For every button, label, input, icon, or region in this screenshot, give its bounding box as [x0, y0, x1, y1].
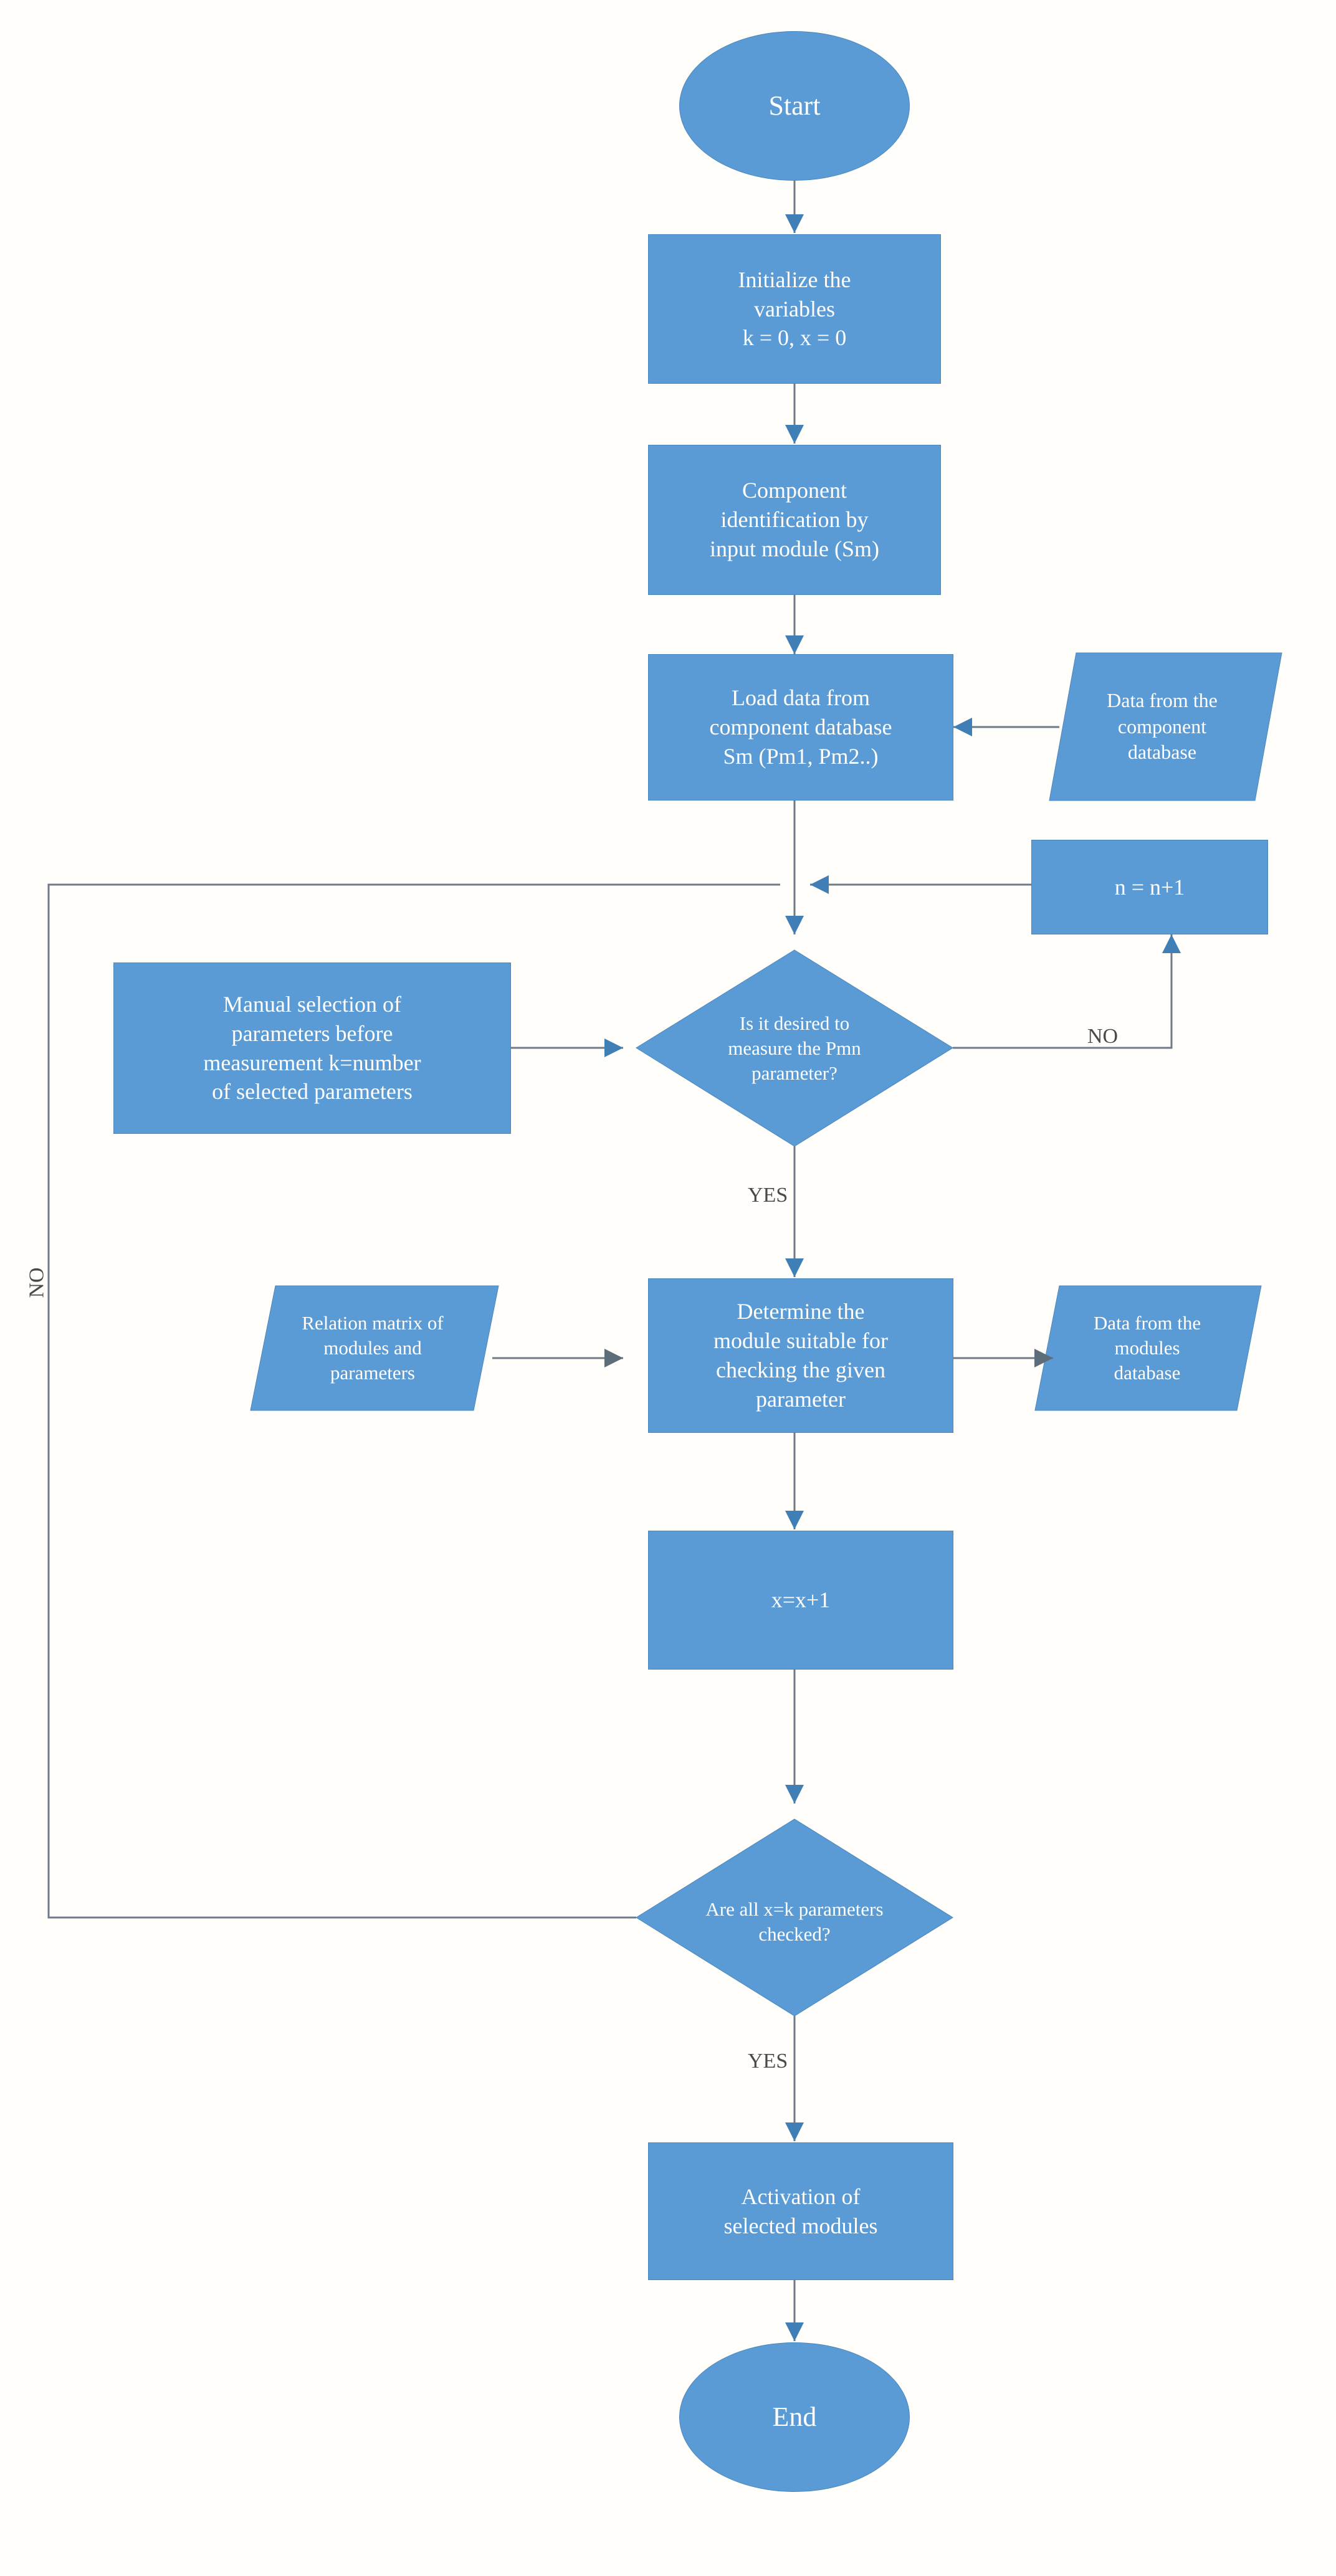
edge-label-no-decide2: NO: [25, 1267, 49, 1298]
edge-label-yes-decide2: YES: [748, 2050, 788, 2073]
connector-decide2-no-to-junction: [47, 883, 780, 1919]
edge-label-yes-decide1: YES: [748, 1184, 788, 1207]
connector-decide1-no-to-nplus: [953, 934, 1181, 1049]
connector-lines: [47, 181, 1181, 2341]
edge-label-no-decide1: NO: [1087, 1025, 1119, 1048]
node-end-label: End: [772, 2402, 817, 2433]
node-x-increment[interactable]: x=x+1: [648, 1531, 953, 1670]
parallelogram-modules-database: [1034, 1285, 1262, 1411]
node-n-increment[interactable]: n = n+1: [1031, 840, 1268, 934]
parallelogram-component-database: [1049, 652, 1282, 801]
node-n-increment-label: n = n+1: [1114, 874, 1185, 900]
parallelogram-relation-matrix: [250, 1285, 499, 1411]
shape-polygons: [250, 652, 1282, 2017]
node-end[interactable]: End: [679, 2342, 910, 2492]
node-start[interactable]: Start: [679, 31, 910, 181]
node-x-increment-label: x=x+1: [771, 1587, 831, 1613]
node-start-label: Start: [768, 90, 821, 121]
